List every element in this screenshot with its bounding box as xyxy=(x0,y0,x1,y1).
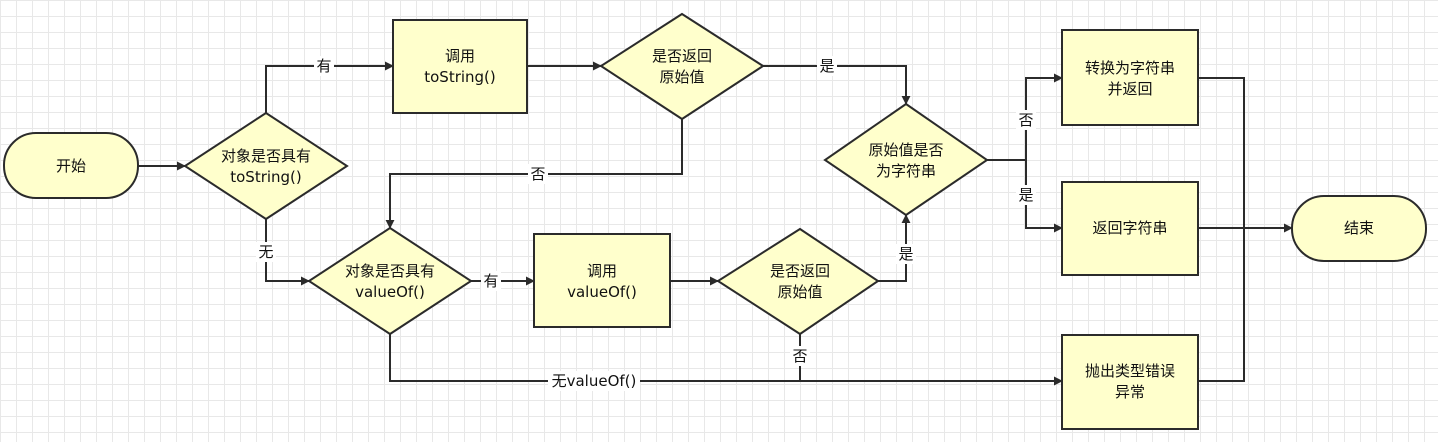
svg-text:toString(): toString() xyxy=(424,68,496,86)
edge-label-no-valueof: 无valueOf() xyxy=(548,371,640,391)
edge-label-has-valueof-yes: 有 xyxy=(481,271,501,291)
edge-no-valueof xyxy=(389,334,1063,386)
svg-text:是: 是 xyxy=(1018,186,1033,204)
edge-has-tostring-yes xyxy=(265,61,394,113)
node-has-valueof: 对象是否具有 valueOf() xyxy=(307,226,473,336)
svg-text:开始: 开始 xyxy=(56,157,86,175)
svg-text:异常: 异常 xyxy=(1115,383,1145,401)
svg-text:原始值是否: 原始值是否 xyxy=(868,141,943,159)
node-tostring-primitive: 是否返回 原始值 xyxy=(599,12,765,121)
svg-text:是: 是 xyxy=(819,57,834,75)
svg-text:否: 否 xyxy=(792,347,807,365)
svg-text:有: 有 xyxy=(483,272,498,290)
svg-text:对象是否具有: 对象是否具有 xyxy=(221,147,311,165)
node-valueof-primitive: 是否返回 原始值 xyxy=(716,227,880,336)
svg-text:结束: 结束 xyxy=(1344,219,1374,237)
svg-text:转换为字符串: 转换为字符串 xyxy=(1085,59,1175,77)
svg-text:抛出类型错误: 抛出类型错误 xyxy=(1085,362,1175,380)
node-call-valueof: 调用 valueOf() xyxy=(533,233,671,328)
svg-text:无: 无 xyxy=(258,243,273,261)
edge-label-has-tostring-no: 无 xyxy=(256,242,276,262)
svg-text:valueOf(): valueOf() xyxy=(355,283,425,301)
svg-text:为字符串: 为字符串 xyxy=(876,162,936,180)
node-end: 结束 xyxy=(1291,195,1427,262)
edge-label-is-string-yes: 是 xyxy=(1016,185,1036,205)
edge-has-tostring-no xyxy=(265,219,310,286)
node-convert-return: 转换为字符串 并返回 xyxy=(1061,29,1199,126)
svg-text:对象是否具有: 对象是否具有 xyxy=(345,262,435,280)
svg-text:原始值: 原始值 xyxy=(659,68,704,86)
edge-is-string-no xyxy=(1025,73,1063,160)
edge-error-to-end xyxy=(1198,228,1245,382)
svg-text:原始值: 原始值 xyxy=(777,283,822,301)
edge-labels: 有 是 否 无 有 是 否 否 xyxy=(256,56,1036,391)
svg-text:并返回: 并返回 xyxy=(1107,80,1152,98)
node-start: 开始 xyxy=(3,132,139,199)
svg-text:调用: 调用 xyxy=(445,47,475,65)
svg-text:否: 否 xyxy=(530,165,545,183)
svg-text:返回字符串: 返回字符串 xyxy=(1092,219,1167,237)
node-is-string: 原始值是否 为字符串 xyxy=(823,102,989,217)
edge-tostring-primitive-yes xyxy=(763,65,911,105)
edge-label-is-string-no: 否 xyxy=(1016,110,1036,130)
svg-text:是否返回: 是否返回 xyxy=(770,262,830,280)
edge-label-valueof-primitive-yes: 是 xyxy=(896,244,916,264)
edge-label-tostring-primitive-yes: 是 xyxy=(817,56,837,76)
svg-text:是否返回: 是否返回 xyxy=(652,47,712,65)
node-return-string: 返回字符串 xyxy=(1061,181,1199,276)
node-throw-error: 抛出类型错误 异常 xyxy=(1061,334,1199,430)
edge-label-tostring-primitive-no: 否 xyxy=(528,164,548,184)
svg-text:toString(): toString() xyxy=(230,168,302,186)
svg-text:否: 否 xyxy=(1018,111,1033,129)
svg-text:有: 有 xyxy=(316,57,331,75)
edge-label-has-tostring-yes: 有 xyxy=(314,56,334,76)
svg-text:是: 是 xyxy=(898,245,913,263)
edge-valueof-primitive-yes xyxy=(878,214,911,282)
edge-convert-to-end xyxy=(1198,77,1245,228)
svg-text:valueOf(): valueOf() xyxy=(567,283,637,301)
svg-text:无valueOf(): 无valueOf() xyxy=(552,372,637,390)
edge-is-string-yes xyxy=(1025,160,1063,233)
node-has-tostring: 对象是否具有 toString() xyxy=(183,111,349,221)
node-call-tostring: 调用 toString() xyxy=(392,19,528,114)
svg-text:调用: 调用 xyxy=(587,262,617,280)
edge-label-valueof-primitive-no: 否 xyxy=(790,346,810,366)
